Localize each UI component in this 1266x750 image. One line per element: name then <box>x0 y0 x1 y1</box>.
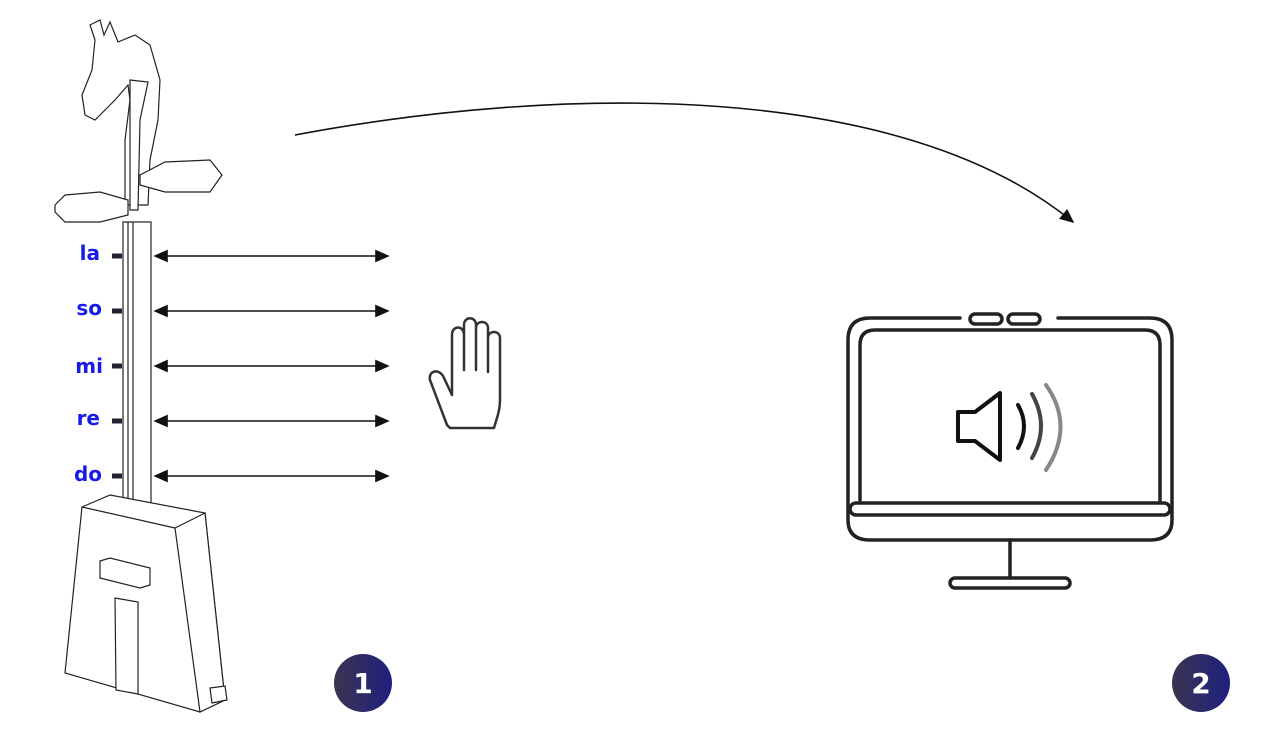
note-label-mi: mi <box>75 354 103 378</box>
monitor-icon <box>846 312 1174 590</box>
note-label-so: so <box>76 296 102 320</box>
note-label-la: la <box>79 241 100 265</box>
note-label-re: re <box>76 406 100 430</box>
pitch-arrows <box>112 249 390 483</box>
note-label-do: do <box>73 462 102 486</box>
speaker-icon <box>956 383 1063 472</box>
step-badge-2: 2 <box>1172 654 1230 712</box>
morin-khuur-instrument <box>54 19 228 713</box>
step-badge-1: 1 <box>334 654 392 712</box>
hand-icon <box>428 317 502 430</box>
flow-arrow <box>294 102 1075 224</box>
